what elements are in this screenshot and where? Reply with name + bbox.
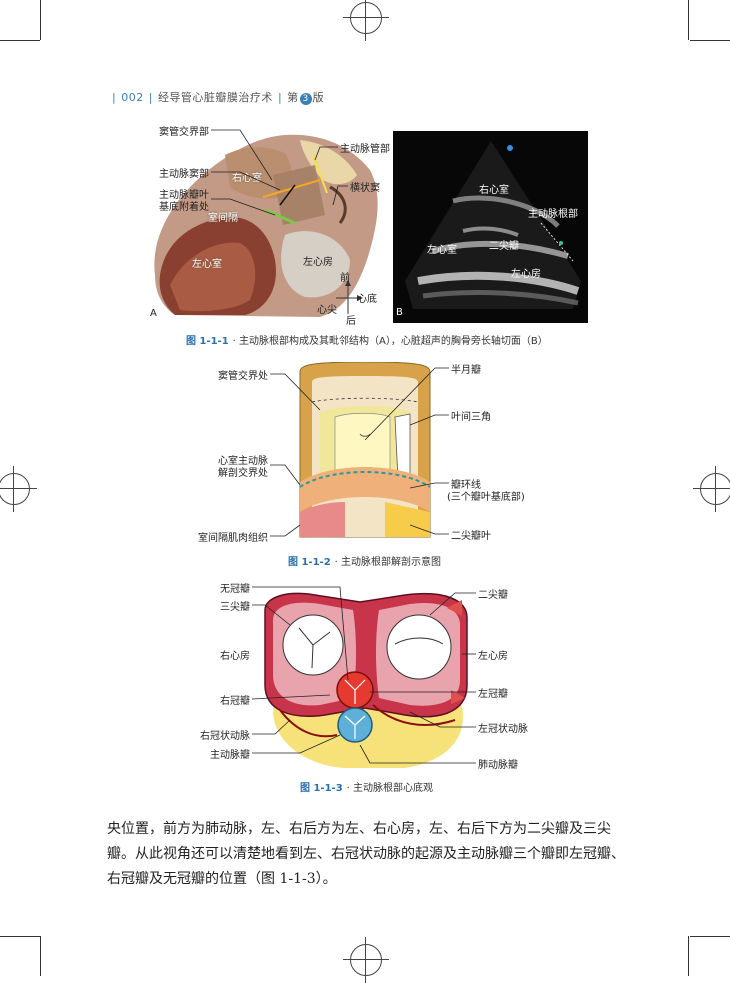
registration-mark [350, 944, 382, 976]
crop-mark [0, 936, 40, 937]
body-paragraph: 央位置，前方为肺动脉，左、右后方为左、右心房，左、右后下方为二尖瓣及三尖瓣。从此… [107, 817, 631, 892]
figure3-caption-number: 图 1-1-3 [300, 783, 343, 794]
figure3-caption-text: · 主动脉根部心底观 [347, 783, 433, 794]
crop-mark [690, 936, 730, 937]
figure3-caption: 图 1-1-3 · 主动脉根部心底观 [300, 779, 433, 794]
leader-lines-fig3 [0, 0, 730, 780]
crop-mark [40, 936, 41, 976]
crop-mark [688, 936, 689, 976]
